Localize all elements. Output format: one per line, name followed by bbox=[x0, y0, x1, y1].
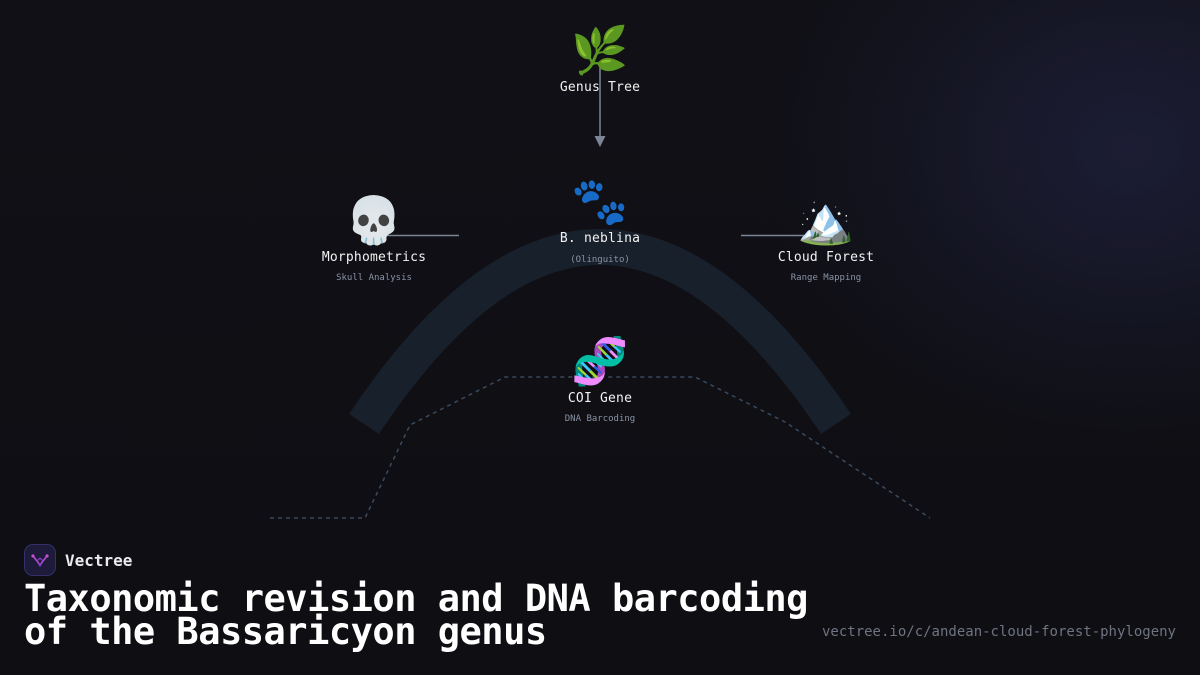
brand-name: Vectree bbox=[65, 550, 133, 570]
node-genus-tree[interactable]: 🌿 Genus Tree bbox=[490, 22, 710, 95]
page-title-line-1: Taxonomic revision and DNA barcoding bbox=[24, 577, 808, 620]
dashed-elevation-path bbox=[270, 376, 931, 519]
node-sublabel: DNA Barcoding bbox=[564, 414, 636, 424]
node-label: B. neblina bbox=[559, 231, 641, 246]
dna-helix-icon: 🧬 bbox=[571, 334, 629, 388]
node-sublabel: (Olinguito) bbox=[570, 255, 630, 265]
vectree-logo-icon bbox=[24, 544, 56, 576]
node-sublabel: Skull Analysis bbox=[336, 273, 412, 283]
node-morphometrics[interactable]: 💀 Morphometrics Skull Analysis bbox=[264, 192, 484, 283]
skull-icon: 💀 bbox=[345, 193, 403, 247]
node-species[interactable]: 🐾 B. neblina (Olinguito) bbox=[490, 173, 710, 265]
node-label: Morphometrics bbox=[321, 250, 427, 265]
node-label: Genus Tree bbox=[559, 80, 641, 95]
node-sublabel: Range Mapping bbox=[790, 273, 862, 283]
footer-fade bbox=[0, 515, 1200, 675]
snow-mountain-icon: 🏔️ bbox=[797, 193, 855, 247]
node-label: Cloud Forest bbox=[777, 250, 875, 265]
arrow-head-icon bbox=[594, 136, 606, 147]
background-arc bbox=[349, 229, 851, 434]
source-url[interactable]: vectree.io/c/andean-cloud-forest-phyloge… bbox=[821, 624, 1176, 640]
node-cloud-forest[interactable]: 🏔️ Cloud Forest Range Mapping bbox=[716, 192, 936, 283]
page-title: Taxonomic revision and DNA barcoding of … bbox=[24, 577, 824, 653]
node-coi-gene[interactable]: 🧬 COI Gene DNA Barcoding bbox=[490, 333, 710, 424]
paw-prints-icon: 🐾 bbox=[571, 174, 629, 228]
page-title-line-2: of the Bassaricyon genus bbox=[24, 610, 547, 653]
node-label: COI Gene bbox=[567, 391, 633, 406]
herb-leaf-icon: 🌿 bbox=[571, 23, 629, 77]
brand[interactable]: Vectree bbox=[24, 544, 132, 576]
